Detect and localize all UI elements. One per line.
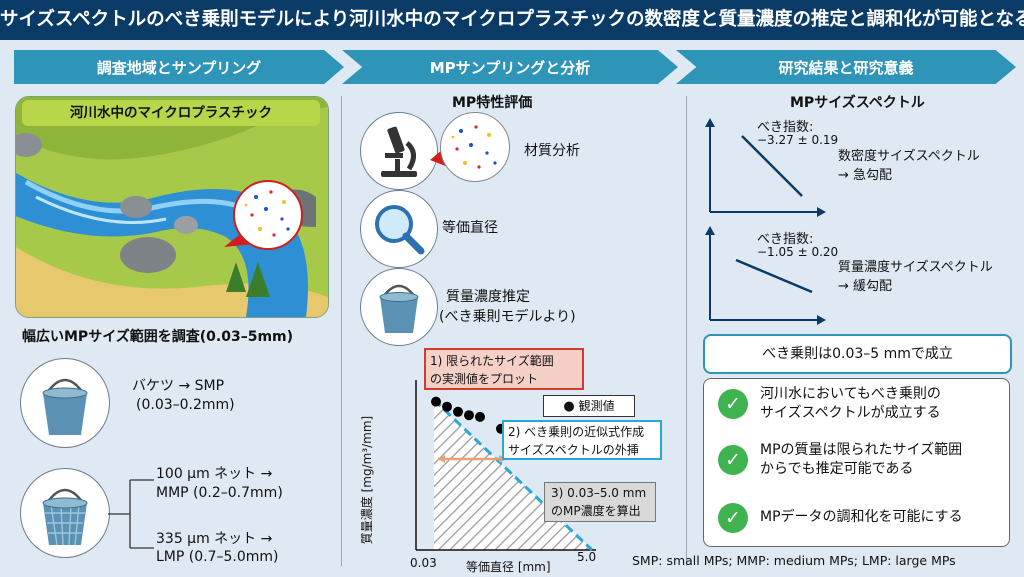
check-icon: ✓ bbox=[718, 503, 748, 533]
conclusion-1-line2: サイズスペクトルが成立する bbox=[760, 405, 941, 421]
legend-label: 観測値 bbox=[578, 399, 615, 413]
exp1-label: べき指数: bbox=[757, 120, 814, 135]
mass-estimation-label: 質量濃度推定 bbox=[446, 289, 530, 305]
callout-extrapolation: 2) べき乗則の近似式作成 サイズスペクトルの外挿 bbox=[502, 420, 662, 460]
powerlaw-fit-line bbox=[432, 398, 594, 552]
observed-point bbox=[453, 406, 463, 417]
number-spectrum-graph bbox=[705, 118, 826, 217]
column-divider bbox=[341, 96, 342, 566]
branch-connector bbox=[108, 479, 154, 549]
spec1-line2: → 急勾配 bbox=[838, 168, 893, 183]
callout3-line2: のMP濃度を算出 bbox=[551, 504, 641, 518]
spec1-line1: 数密度サイズスペクトル bbox=[838, 149, 980, 164]
net335-text: 335 µm ネット → bbox=[156, 531, 273, 547]
magnifier-icon bbox=[360, 190, 438, 268]
chart-ylabel: 質量濃度 [mg/m³/mm] bbox=[360, 415, 374, 545]
section-header-survey: 調査地域とサンプリング bbox=[14, 50, 344, 84]
net100-size-range: MMP (0.2–0.7mm) bbox=[156, 485, 283, 501]
material-analysis-label: 材質分析 bbox=[524, 143, 580, 159]
conclusion-1-line1: 河川水においてもべき乗則の bbox=[760, 386, 941, 402]
mass-estimation-sub: (べき乗則モデルより) bbox=[439, 309, 576, 325]
net335-size-range: LMP (0.7–5.0mm) bbox=[156, 549, 279, 565]
net100-text: 100 µm ネット → bbox=[156, 466, 273, 482]
bucket-icon bbox=[360, 268, 438, 346]
net-bucket-icon bbox=[20, 468, 110, 558]
microscope-icon bbox=[360, 112, 438, 190]
callout2-line1: 2) べき乗則の近似式作成 bbox=[508, 425, 645, 439]
bucket-icon bbox=[20, 358, 110, 448]
bucket-size-range: (0.03–0.2mm) bbox=[136, 397, 235, 413]
observed-point bbox=[464, 410, 474, 421]
power-law-range-box: べき乗則は0.03–5 mmで成立 bbox=[703, 334, 1012, 374]
characterization-heading: MP特性評価 bbox=[452, 95, 533, 111]
column-divider bbox=[686, 96, 687, 566]
conclusion-2-line2: からでも推定可能である bbox=[760, 461, 914, 477]
section-header-results: 研究結果と研究意義 bbox=[676, 50, 1016, 84]
check-icon: ✓ bbox=[718, 445, 748, 475]
chart-xlabel: 等価直径 [mm] bbox=[466, 560, 551, 574]
spec2-line2: → 緩勾配 bbox=[838, 279, 893, 294]
conclusion-2-line1: MPの質量は限られたサイズ範囲 bbox=[760, 442, 963, 458]
callout2-line2: サイズスペクトルの外挿 bbox=[508, 443, 639, 457]
page-title: サイズスペクトルのべき乗則モデルにより河川水中のマイクロプラスチックの数密度と質… bbox=[0, 0, 1024, 40]
exp1-value: −3.27 ± 0.19 bbox=[757, 133, 839, 147]
survey-range-label: 幅広いMPサイズ範囲を調査(0.03–5mm) bbox=[22, 329, 294, 345]
particle-sample-circle bbox=[440, 112, 510, 182]
equivalent-diameter-label: 等価直径 bbox=[442, 220, 498, 236]
exp2-value: −1.05 ± 0.20 bbox=[757, 245, 839, 259]
observed-point bbox=[475, 411, 485, 422]
mass-spectrum-chart bbox=[356, 360, 666, 560]
legend-marker: ● bbox=[563, 399, 575, 414]
observed-point bbox=[431, 396, 441, 407]
chart-xtick-max: 5.0 bbox=[577, 550, 597, 564]
conclusion-3: MPデータの調和化を可能にする bbox=[760, 509, 963, 525]
exp2-label: べき指数: bbox=[757, 232, 814, 247]
section-header-analysis: MPサンプリングと分析 bbox=[342, 50, 678, 84]
chart-legend: ● 観測値 bbox=[543, 395, 635, 417]
callout1-line1: 1) 限られたサイズ範囲 bbox=[430, 354, 554, 368]
check-icon: ✓ bbox=[718, 389, 748, 419]
chart-xtick-min: 0.03 bbox=[410, 556, 437, 570]
mass-spectrum-graph bbox=[705, 226, 826, 325]
callout1-line2: の実測値をプロット bbox=[430, 372, 539, 386]
callout3-line1: 3) 0.03–5.0 mm bbox=[551, 486, 647, 500]
observed-point bbox=[442, 401, 452, 412]
abbreviations-note: SMP: small MPs; MMP: medium MPs; LMP: la… bbox=[632, 553, 956, 568]
callout-plot-observations: 1) 限られたサイズ範囲 の実測値をプロット bbox=[424, 348, 584, 390]
spec2-line1: 質量濃度サイズスペクトル bbox=[838, 260, 993, 275]
river-illustration bbox=[15, 96, 329, 318]
conclusions-box: ✓ 河川水においてもべき乗則の サイズスペクトルが成立する ✓ MPの質量は限ら… bbox=[703, 378, 1010, 547]
size-spectrum-heading: MPサイズスペクトル bbox=[790, 95, 925, 111]
map-banner: 河川水中のマイクロプラスチック bbox=[22, 100, 320, 126]
bucket-sampling-text: バケツ → SMP bbox=[132, 378, 225, 394]
callout-calculate: 3) 0.03–5.0 mm のMP濃度を算出 bbox=[544, 482, 656, 522]
